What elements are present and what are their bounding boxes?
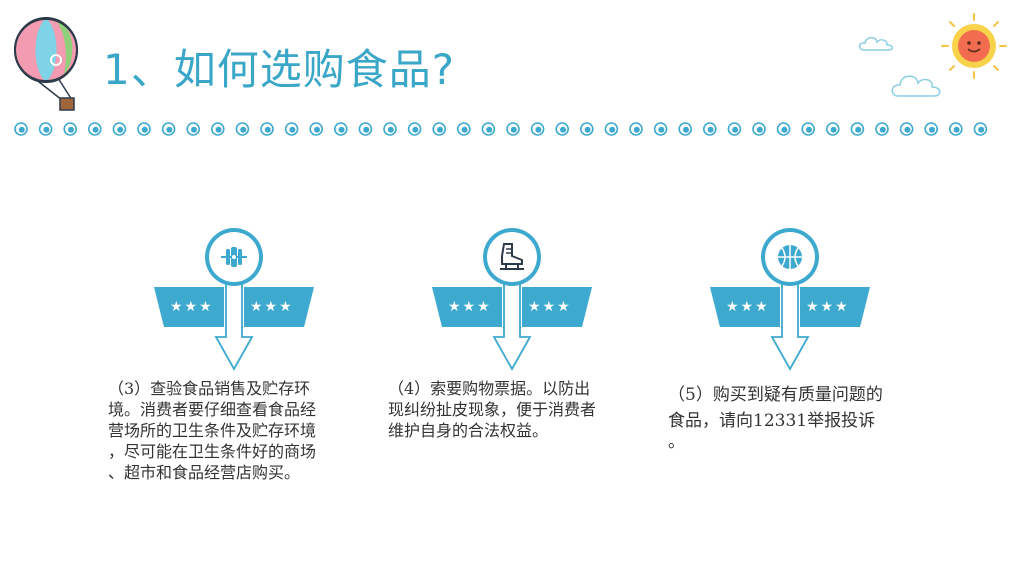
stars-right-2: ★★★ [528,299,572,315]
ice-skate-icon [500,243,524,270]
cloud-icon [891,75,941,97]
stars-right-3: ★★★ [806,299,850,315]
dot-core [929,126,935,133]
dot-core [855,126,862,133]
dot-core [978,126,985,133]
dot-core [314,126,320,133]
dot-core [879,126,886,133]
page-title: 1、如何选购食品? [103,45,456,94]
card-description-2: （4）索要购物票据。以防出 现纠纷扯皮现象，便于消费者 维护自身的合法权益。 [388,378,648,441]
basketball-icon [778,245,802,269]
dot-core [584,126,591,133]
dot-core [510,126,517,133]
desc-line: 营场所的卫生条件及贮存环境 [108,421,317,440]
dot-core [264,126,271,133]
card-description-3: （5）购买到疑有质量问题的 食品，请向12331举报投诉 。 [668,382,948,452]
desc-line: （3）查验食品销售及贮存环 [108,379,311,398]
dot-core [830,126,837,133]
dot-core [535,126,542,133]
dot-core [338,126,345,133]
desc-line: 。 [668,432,685,452]
dot-core [609,126,616,133]
desc-line: （5）购买到疑有质量问题的 [668,385,883,405]
desc-line: ，尽可能在卫生条件好的商场 [108,442,317,461]
dot-divider [14,122,988,136]
dot-core [756,126,763,133]
dot-core [191,126,197,133]
dot-core [412,126,419,133]
stars-left-3: ★★★ [726,299,770,315]
dot-core [707,126,714,133]
dot-core [437,126,443,133]
dot-core [683,126,689,133]
dot-core [633,126,640,133]
dot-core [92,126,99,133]
desc-line: （4）索要购物票据。以防出 [388,379,591,398]
sun-icon [941,13,1007,79]
dot-core [117,126,124,133]
dot-core [18,126,25,133]
dot-core [658,126,665,133]
dot-core [732,126,739,133]
dot-core [806,126,812,133]
dot-core [215,126,222,133]
desc-line: 境。消费者要仔细查看食品经 [108,400,317,419]
hot-air-balloon-icon [14,17,78,111]
dot-core [166,126,173,133]
desc-line: 现纠纷扯皮现象，便于消费者 [388,400,597,419]
dot-core [68,126,74,133]
stars-left-1: ★★★ [170,299,214,315]
card-banner-2 [432,228,592,371]
cloud-icon [858,36,894,51]
desc-line: 维护自身的合法权益。 [388,421,549,440]
dot-core [43,126,50,133]
dot-core [560,126,566,133]
stars-right-1: ★★★ [250,299,294,315]
desc-line: 食品，请向12331举报投诉 [668,411,876,431]
card-description-1: （3）查验食品销售及贮存环 境。消费者要仔细查看食品经 营场所的卫生条件及贮存环… [108,378,368,483]
dot-core [363,126,370,133]
dot-core [781,126,788,133]
dot-core [904,126,911,133]
dot-core [141,126,148,133]
desc-line: 、超市和食品经营店购买。 [108,463,301,482]
stars-left-2: ★★★ [448,299,492,315]
dot-core [953,126,960,133]
dot-core [289,126,296,133]
dot-core [461,126,468,133]
dot-core [387,126,394,133]
dot-core [240,126,247,133]
dot-core [486,126,493,133]
dumbbell-icon [221,247,247,267]
